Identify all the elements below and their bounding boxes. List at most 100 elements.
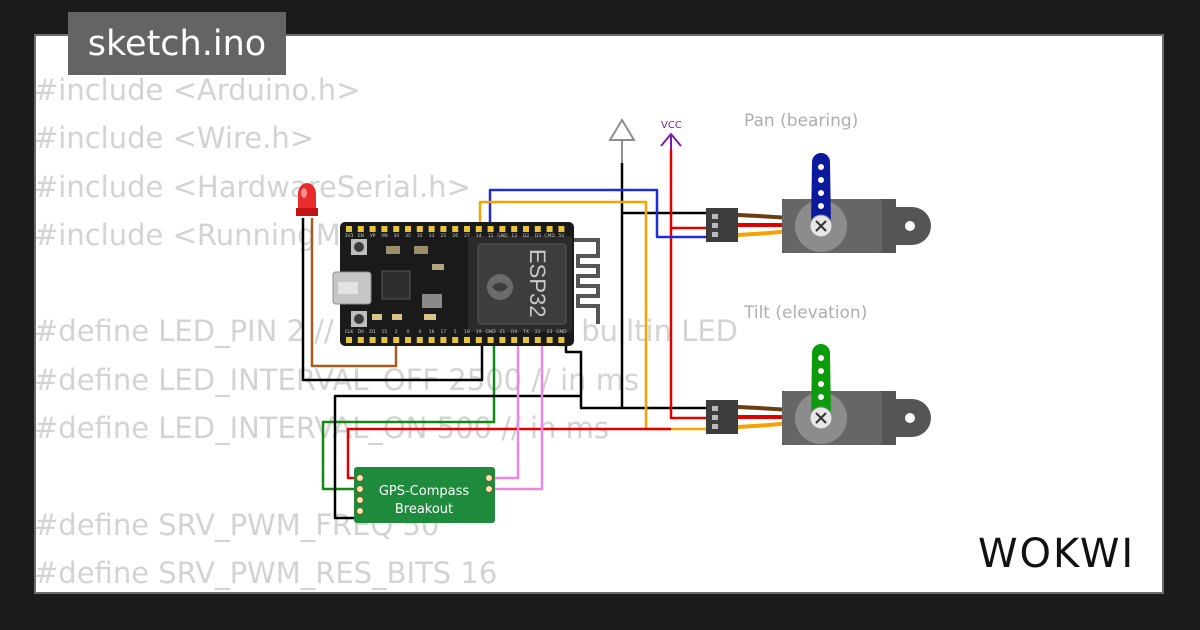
wire-module-vcc — [346, 427, 671, 480]
ground-symbol — [608, 118, 636, 163]
header-pin[interactable] — [369, 337, 376, 343]
pin-label: CLK — [345, 329, 355, 335]
pin-label: 32 — [417, 233, 423, 239]
header-pin[interactable] — [523, 226, 529, 232]
header-pin[interactable] — [534, 337, 541, 343]
vcc-label: VCC — [661, 120, 682, 131]
header-pin[interactable] — [452, 337, 459, 343]
pin-label: 17 — [441, 329, 447, 335]
file-title-tab[interactable]: sketch.ino — [68, 12, 286, 75]
pin-label: 18 — [464, 329, 470, 335]
header-pin[interactable] — [523, 337, 529, 343]
vcc-arrow — [660, 133, 682, 150]
pin-label: 19 — [476, 329, 482, 335]
pin-label: 3V3 — [345, 233, 354, 239]
pin-label: 26 — [452, 233, 458, 239]
header-pin[interactable] — [416, 226, 423, 232]
header-pin[interactable] — [346, 337, 352, 343]
wire-vcc — [669, 150, 706, 420]
header-pin[interactable] — [546, 226, 553, 232]
pin-label: CMD — [544, 233, 555, 239]
header-pin[interactable] — [464, 337, 470, 343]
code-line: #include <Arduino.h> — [34, 73, 361, 107]
tilt-label: Tilt (elevation) — [743, 303, 867, 323]
header-pin[interactable] — [558, 337, 565, 343]
pin-label: GND — [485, 329, 496, 335]
header-pin[interactable] — [357, 337, 364, 343]
pin-label: GND — [556, 329, 567, 335]
header-pin[interactable] — [440, 226, 447, 232]
module-label-line2: Breakout — [395, 502, 453, 517]
module-label-line1: GPS-Compass — [379, 484, 470, 499]
header-pin[interactable] — [346, 226, 352, 232]
header-pin[interactable] — [511, 337, 518, 343]
pin-label: 22 — [535, 329, 541, 335]
servo-pan[interactable]: Pan (bearing) — [706, 111, 931, 253]
header-pin[interactable] — [393, 226, 400, 232]
pin-label: EN — [358, 233, 364, 239]
header-pin[interactable] — [546, 337, 553, 343]
header-pin[interactable] — [511, 226, 518, 232]
wire-led-anode — [310, 218, 398, 368]
pin-label: 4 — [418, 329, 421, 335]
pin-label: 33 — [429, 233, 435, 239]
wire-led-cathode — [301, 218, 484, 382]
servo-tilt[interactable]: Tilt (elevation) — [706, 303, 931, 445]
header-pin[interactable] — [487, 226, 494, 232]
pin-label: 14 — [476, 233, 482, 239]
header-pin[interactable] — [381, 337, 388, 343]
pin-label: 5 — [454, 329, 457, 335]
wire-module-rx — [492, 342, 520, 480]
pin-label: 34 — [393, 233, 399, 239]
pin-label: D2 — [523, 233, 529, 239]
header-pin[interactable] — [440, 337, 447, 343]
pin-label: 21 — [500, 329, 506, 335]
pin-label: 15 — [382, 329, 388, 335]
code-line: #define SRV_PWM_RES_BITS 16 — [34, 555, 498, 590]
code-line: #include <Wire.h> — [34, 121, 315, 156]
pin-label: VN — [381, 233, 387, 239]
header-pin[interactable] — [405, 226, 411, 232]
pin-label: 16 — [429, 329, 435, 335]
pin-label: 13 — [511, 233, 517, 239]
pin-label: VP — [370, 233, 376, 239]
header-pin[interactable] — [428, 226, 435, 232]
header-pin[interactable] — [381, 226, 388, 232]
header-pin[interactable] — [475, 226, 482, 232]
code-line: #include <HardwareSerial.h> — [34, 169, 471, 204]
header-pin[interactable] — [357, 226, 364, 232]
gps-compass-module[interactable]: GPS-Compass Breakout — [354, 467, 495, 523]
pin-label: TX — [522, 329, 529, 335]
header-pin[interactable] — [499, 337, 506, 343]
header-pin[interactable] — [416, 337, 423, 343]
antenna-trace — [574, 238, 600, 324]
header-pin[interactable] — [452, 226, 459, 232]
header-pin[interactable] — [405, 337, 411, 343]
wire-module-tx — [492, 342, 544, 491]
pin-label: 5V — [558, 233, 565, 239]
header-pin[interactable] — [487, 337, 494, 343]
code-line: #define SRV_PWM_FREQ 50 — [34, 507, 440, 542]
pin-label: D0 — [358, 329, 364, 335]
red-led[interactable] — [296, 183, 318, 216]
header-pin[interactable] — [393, 337, 400, 343]
pin-label: D1 — [369, 329, 375, 335]
header-pin[interactable] — [428, 337, 435, 343]
pin-label: 25 — [441, 233, 447, 239]
header-pin[interactable] — [475, 337, 482, 343]
pin-label: 2 — [395, 329, 398, 335]
pin-label: D3 — [535, 233, 541, 239]
header-pin[interactable] — [558, 226, 565, 232]
wokwi-logo: WOKWI — [978, 531, 1133, 577]
wire-gnd-main — [620, 163, 706, 410]
header-pin[interactable] — [534, 226, 541, 232]
header-pin[interactable] — [499, 226, 506, 232]
header-pin[interactable] — [369, 226, 376, 232]
esp32-chip-label: ESP32 — [525, 249, 550, 318]
pin-label: 12 — [488, 233, 494, 239]
pin-label: 0 — [407, 329, 410, 335]
header-pin[interactable] — [464, 226, 470, 232]
